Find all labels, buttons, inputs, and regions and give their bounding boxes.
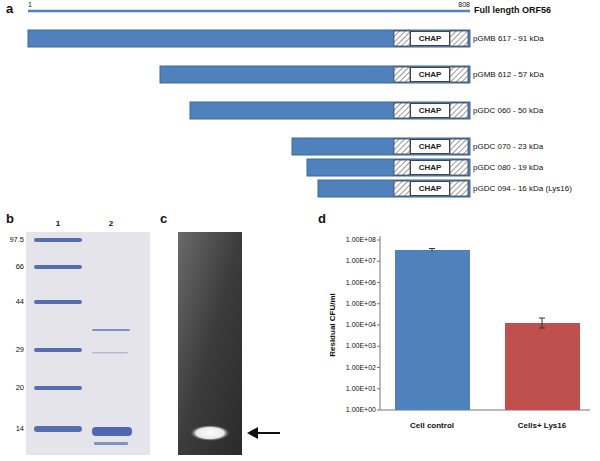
marker-size: 97.5 bbox=[9, 236, 24, 244]
lane-number: 2 bbox=[109, 220, 113, 229]
domain-box: CHAP bbox=[410, 181, 450, 196]
zymogram bbox=[178, 232, 280, 455]
axis-tick: 1.00E+03 bbox=[346, 342, 376, 350]
domain-name: CHAP bbox=[419, 164, 442, 172]
panel-letter: d bbox=[318, 212, 326, 226]
marker-size: 44 bbox=[16, 298, 24, 306]
domain-name: CHAP bbox=[419, 107, 442, 115]
residue-number: 1 bbox=[28, 1, 32, 9]
domain-name: CHAP bbox=[419, 71, 442, 79]
axis-tick: 1.00E+08 bbox=[346, 236, 376, 244]
construct-label: pGMB 617 - 91 kDa bbox=[473, 34, 544, 43]
construct-label: pGDC 094 - 16 kDa (Lys16) bbox=[473, 184, 572, 193]
marker-size: 20 bbox=[16, 384, 24, 392]
category-label: Cell control bbox=[410, 422, 454, 431]
residue-number: 808 bbox=[458, 1, 470, 9]
bar-chart bbox=[377, 236, 590, 410]
domain-box: CHAP bbox=[410, 160, 450, 175]
construct-label: pGDC 080 - 19 kDa bbox=[473, 163, 543, 172]
marker-size: 14 bbox=[16, 425, 24, 433]
marker-size: 29 bbox=[16, 346, 24, 354]
domain-name: CHAP bbox=[419, 35, 442, 43]
construct-label: pGDC 060 - 50 kDa bbox=[473, 106, 543, 115]
lane-number: 1 bbox=[56, 220, 60, 229]
construct-label: pGDC 070 - 23 kDa bbox=[473, 142, 543, 151]
protein-name: Full length ORF56 bbox=[474, 6, 551, 16]
domain-box: CHAP bbox=[410, 103, 450, 118]
axis-tick: 1.00E+02 bbox=[346, 364, 376, 372]
panel-letter: c bbox=[160, 212, 167, 226]
panel-letter: a bbox=[6, 2, 13, 16]
domain-box: CHAP bbox=[410, 31, 450, 46]
axis-tick: 1.00E+07 bbox=[346, 257, 376, 265]
axis-tick: 1.00E+01 bbox=[346, 385, 376, 393]
sds-gel bbox=[26, 232, 150, 455]
domain-box: CHAP bbox=[410, 139, 450, 154]
axis-tick: 1.00E+04 bbox=[346, 321, 376, 329]
construct-label: pGMB 612 - 57 kDa bbox=[473, 70, 544, 79]
construct-map bbox=[28, 11, 470, 197]
axis-tick: 1.00E+05 bbox=[346, 300, 376, 308]
axis-tick: 1.00E+06 bbox=[346, 279, 376, 287]
category-label: Cells+ Lys16 bbox=[518, 422, 566, 431]
domain-name: CHAP bbox=[419, 143, 442, 151]
marker-size: 66 bbox=[16, 263, 24, 271]
domain-box: CHAP bbox=[410, 67, 450, 82]
axis-title: Residual CFU/ml bbox=[329, 293, 338, 357]
domain-name: CHAP bbox=[419, 185, 442, 193]
panel-letter: b bbox=[6, 212, 14, 226]
axis-tick: 1.00E+00 bbox=[346, 406, 376, 414]
